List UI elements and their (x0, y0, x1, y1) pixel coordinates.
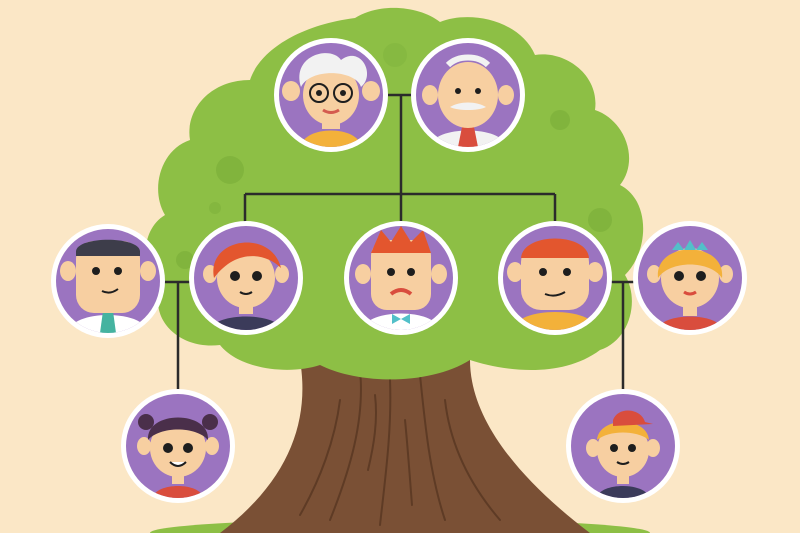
woman-tiara-avatar-icon (633, 221, 747, 335)
man-tie-avatar-icon (51, 224, 165, 338)
man-bowtie-avatar-icon (344, 221, 458, 335)
tree-connectors (163, 93, 638, 392)
grandfather-avatar-icon (411, 38, 525, 152)
man-yellow-shirt-avatar-icon (498, 221, 612, 335)
redhead-woman-avatar-icon (189, 221, 303, 335)
girl-pigtails-avatar-icon (121, 389, 235, 503)
boy-cap-avatar-icon (566, 389, 680, 503)
tree-trunk (220, 360, 590, 533)
grandmother-avatar-icon (274, 38, 388, 152)
